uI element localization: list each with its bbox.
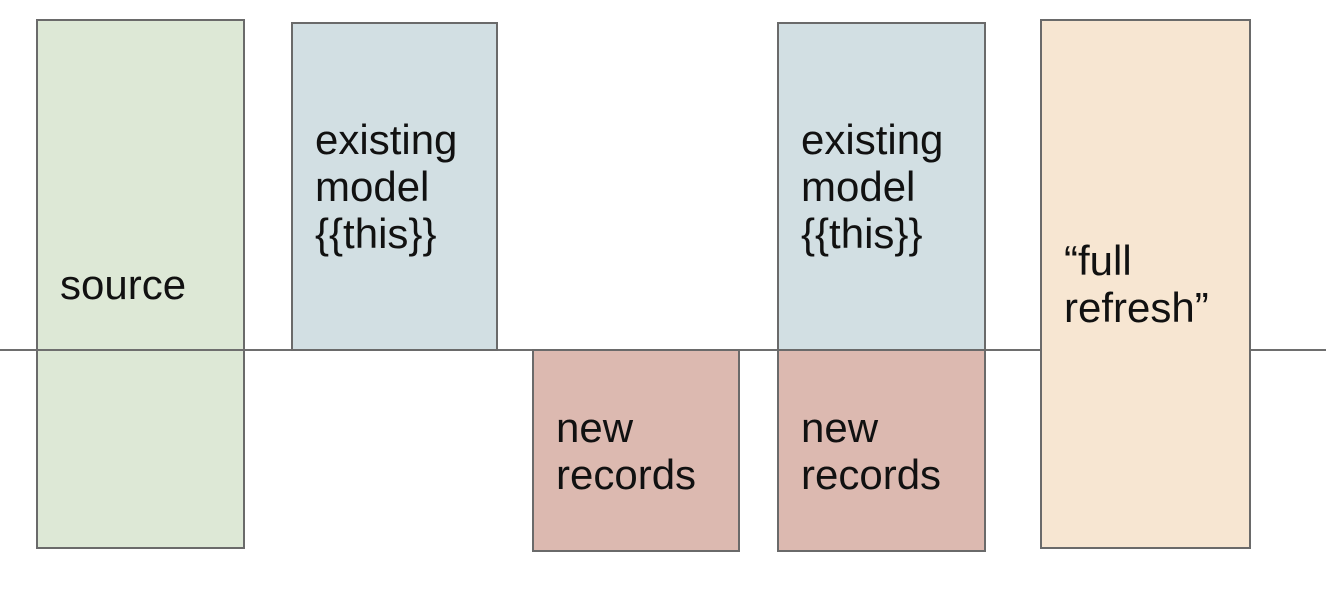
source-box-label: source — [60, 260, 187, 308]
new-records-box-1: new records — [532, 349, 740, 552]
new-records-box-1-label: new records — [556, 403, 697, 498]
source-box: source — [36, 19, 245, 549]
existing-model-box-1: existing model {{this}} — [291, 22, 498, 351]
existing-model-box-2: existing model {{this}} — [777, 22, 986, 351]
existing-model-box-2-label: existing model {{this}} — [801, 116, 944, 257]
existing-model-box-1-label: existing model {{this}} — [315, 116, 458, 257]
new-records-box-2: new records — [777, 349, 986, 552]
new-records-box-2-label: new records — [801, 403, 942, 498]
full-refresh-box-label: “full refresh” — [1064, 237, 1209, 331]
full-refresh-box: “full refresh” — [1040, 19, 1251, 549]
